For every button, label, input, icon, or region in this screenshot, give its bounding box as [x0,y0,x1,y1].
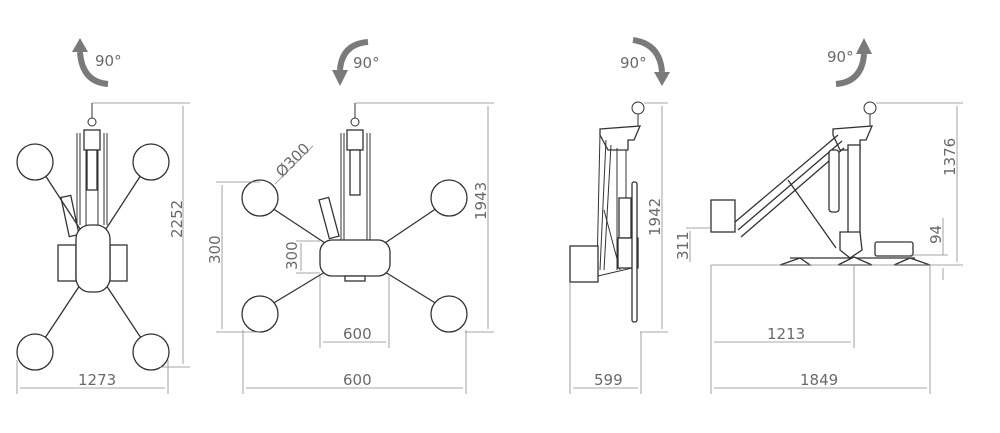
dim-311: 311 [674,231,692,260]
dim-300-spacing: 300 [206,235,224,264]
dimension-overall-width: 600 [242,330,467,394]
dimension-length: 1849 [714,265,931,394]
rotation-label: 90° [620,54,647,72]
dimension-small-offset: 94 [910,218,948,280]
view-4-side-horizontal: 90° 1376 [674,38,963,394]
dimension-height: 1376 [711,102,963,266]
rotation-label: 90° [353,54,380,72]
dim-1273: 1273 [78,371,116,389]
dim-1849: 1849 [800,371,838,389]
dimension-pad-spacing: 300 [206,181,260,333]
dim-2252: 2252 [168,200,186,238]
view-1-top-vertical: 90° 2252 1273 [16,38,190,394]
dim-300-body: 300 [283,241,301,270]
lifter-drawing [16,103,170,371]
rotation-label: 90° [95,52,122,70]
dim-599: 599 [594,371,623,389]
rotate-arrow-icon [72,38,109,87]
dim-1213: 1213 [767,325,805,343]
rotate-arrow-icon [835,38,872,87]
rotate-arrow-icon [332,39,369,86]
dimension-pad-diameter: Ø300 [272,140,313,185]
dim-1376: 1376 [941,138,959,176]
lifter-drawing [241,103,468,333]
view-3-side-vertical: 90° 1942 599 [569,37,670,394]
dimension-body-width: 600 [319,276,390,348]
dimension-body-height: 300 [283,240,320,274]
lifter-drawing [710,101,931,266]
rotate-arrow-icon [632,37,670,86]
dimension-depth: 599 [569,282,642,394]
dimension-height: 2252 [92,102,190,368]
dim-600-body: 600 [343,325,372,343]
lifter-drawing [569,101,645,323]
dim-600-overall: 600 [343,371,372,389]
dimension-hook-offset: 1213 [710,265,855,394]
rotation-label: 90° [827,48,854,66]
dimension-control-height: 311 [674,227,711,262]
dimension-height: 1943 [355,102,494,333]
dimension-height: 1942 [640,102,668,333]
view-2-top-horizontal: 90° 1943 Ø300 [206,39,494,394]
dimension-width: 1273 [16,360,169,394]
dim-94: 94 [927,225,945,244]
dim-1943: 1943 [472,182,490,220]
dim-diameter-300: Ø300 [272,140,313,181]
dim-1942: 1942 [646,198,664,236]
